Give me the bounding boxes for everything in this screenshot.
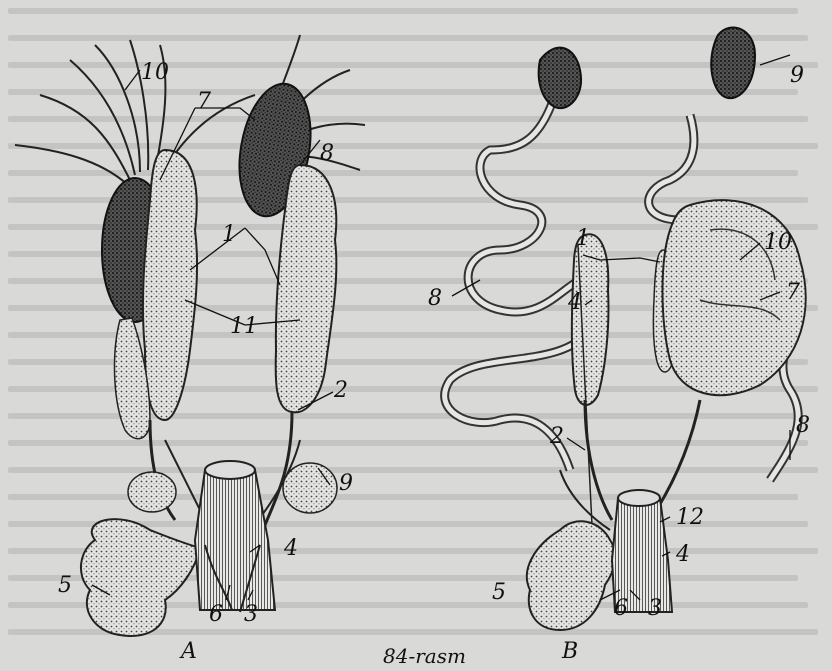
label-b-5: 5: [492, 582, 506, 604]
label-a-7: 7: [197, 91, 211, 113]
label-a-11: 11: [230, 316, 258, 338]
label-b-8b: 8: [796, 415, 810, 437]
label-a-9: 9: [339, 473, 353, 495]
label-b-10: 10: [764, 232, 792, 254]
label-a-10: 10: [141, 62, 169, 84]
panel-a-letter: A: [181, 641, 197, 663]
label-a-3: 3: [244, 604, 258, 626]
label-b-4b: 4: [676, 544, 690, 566]
label-b-8: 8: [428, 288, 442, 310]
label-a-8: 8: [320, 143, 334, 165]
label-b-6: 6: [614, 598, 628, 620]
label-b-2: 2: [550, 426, 564, 448]
label-b-1: 1: [576, 228, 590, 250]
label-a-6: 6: [209, 604, 223, 626]
panel-b-letter: B: [562, 641, 578, 663]
label-a-4: 4: [284, 538, 298, 560]
label-b-9: 9: [790, 65, 804, 87]
label-b-7: 7: [786, 282, 800, 304]
label-a-1: 1: [222, 224, 236, 246]
figure-caption: 84-rasm: [383, 646, 466, 666]
label-a-2: 2: [334, 380, 348, 402]
label-b-4: 4: [568, 292, 582, 314]
label-a-5: 5: [58, 575, 72, 597]
figure-a: [15, 35, 365, 636]
label-b-12: 12: [676, 507, 704, 529]
figure-b: [445, 28, 806, 630]
label-b-3: 3: [648, 598, 662, 620]
